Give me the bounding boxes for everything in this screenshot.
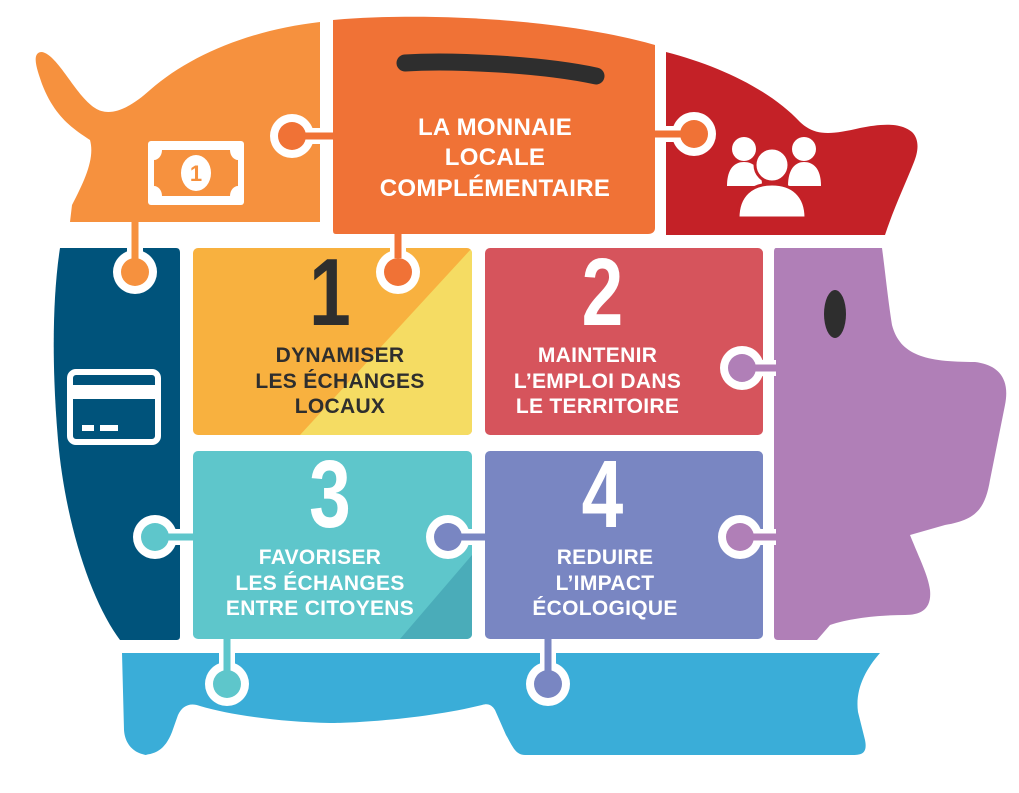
goal-box-3 bbox=[193, 451, 472, 639]
people-group-icon bbox=[727, 137, 821, 220]
main-title-line-2: LOCALE bbox=[444, 144, 546, 172]
goal-2-label: MAINTENIR L’EMPLOI DANS LE TERRITOIRE bbox=[485, 343, 710, 420]
snout-piece bbox=[774, 248, 1007, 640]
goal-box-1 bbox=[193, 248, 472, 435]
goal-2-number: 2 bbox=[581, 239, 624, 346]
goal-4-line-3: ÉCOLOGIQUE bbox=[532, 597, 678, 621]
goal-4-label: REDUIRE L’IMPACT ÉCOLOGIQUE bbox=[485, 545, 725, 622]
tail-piece bbox=[35, 22, 320, 222]
connector-box4-feet bbox=[526, 637, 570, 706]
ear-piece bbox=[666, 52, 918, 235]
goal-2-line-1: MAINTENIR bbox=[537, 344, 658, 367]
connector-top-ear bbox=[652, 112, 716, 156]
main-title: LA MONNAIE LOCALE COMPLÉMENTAIRE bbox=[330, 113, 660, 204]
goal-1-line-1: DYNAMISER bbox=[275, 344, 405, 367]
goal-2-line-3: LE TERRITOIRE bbox=[515, 395, 680, 419]
goal-box-4 bbox=[485, 451, 763, 639]
goal-1-number: 1 bbox=[309, 239, 351, 346]
goal-1-line-3: LOCAUX bbox=[294, 395, 386, 419]
goal-3-line-1: FAVORISER bbox=[258, 546, 382, 569]
feet-piece bbox=[122, 653, 880, 755]
goal-box-2 bbox=[485, 248, 763, 435]
goal-3-label: FAVORISER LES ÉCHANGES ENTRE CITOYENS bbox=[195, 545, 445, 622]
goal-1-label: DYNAMISER LES ÉCHANGES LOCAUX bbox=[195, 343, 485, 420]
connector-box2-snout bbox=[720, 346, 778, 390]
connector-box3-feet bbox=[205, 637, 249, 706]
goal-4-line-1: REDUIRE bbox=[556, 546, 654, 569]
svg-text:1: 1 bbox=[190, 161, 202, 186]
goal-3-line-3: ENTRE CITOYENS bbox=[225, 597, 415, 621]
goal-4-number: 4 bbox=[581, 441, 624, 548]
goal-3-line-2: LES ÉCHANGES bbox=[235, 571, 405, 595]
goal-2-line-2: L’EMPLOI DANS bbox=[513, 369, 682, 393]
goal-4-line-2: L’IMPACT bbox=[555, 571, 655, 595]
credit-card-icon bbox=[67, 369, 161, 445]
goal-1-line-2: LES ÉCHANGES bbox=[255, 369, 425, 393]
main-title-line-3: COMPLÉMENTAIRE bbox=[379, 174, 611, 202]
coin-slot-icon bbox=[396, 53, 605, 85]
connector-tail-left bbox=[113, 220, 157, 294]
connector-box3-left bbox=[133, 515, 195, 559]
connector-top-box1 bbox=[376, 232, 420, 294]
banknote-icon: 1 bbox=[148, 141, 244, 205]
main-title-line-1: LA MONNAIE bbox=[417, 114, 573, 141]
goal-3-number: 3 bbox=[309, 441, 351, 548]
connector-box4-snout bbox=[718, 515, 778, 559]
pig-eye-icon bbox=[824, 290, 846, 338]
connector-box4-box3 bbox=[426, 515, 487, 559]
connector-tail-top bbox=[270, 114, 335, 158]
